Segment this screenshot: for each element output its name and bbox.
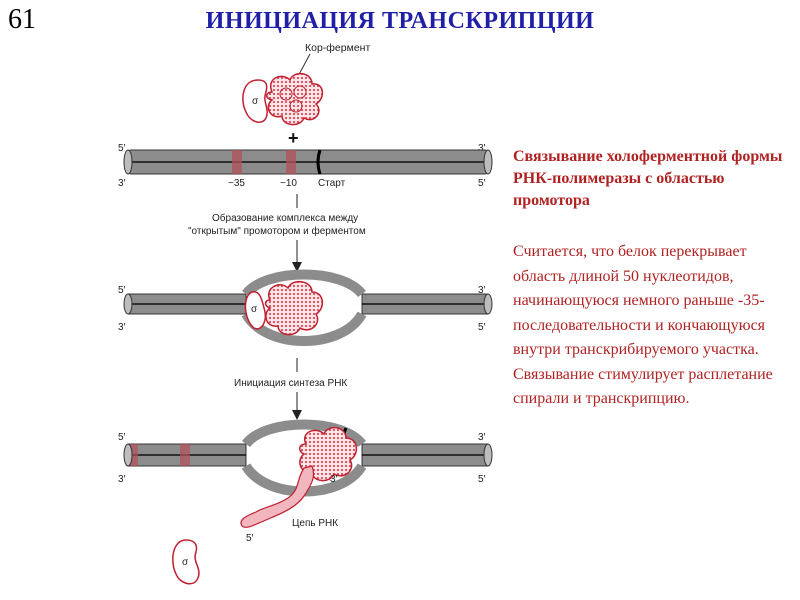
slide-number: 61 <box>8 4 36 35</box>
dna1-minus10-region <box>286 150 296 174</box>
start-label: Старт <box>318 178 346 189</box>
step1-arrowhead <box>292 262 302 272</box>
step2-arrowhead <box>292 410 302 420</box>
core-enzyme-label: Кор-фермент <box>305 42 370 54</box>
description-body: Считается, что белок перекрывает область… <box>513 243 773 407</box>
dna1-start-mark <box>316 149 322 175</box>
dna3-five-prime-bottom: 5′ <box>478 474 486 485</box>
dna1-left-end <box>123 149 133 175</box>
dna2-three-prime-bottom: 3′ <box>118 322 126 333</box>
sigma-symbol-top: σ <box>252 96 259 107</box>
description-heading: Связывание холоферментной формы РНК-поли… <box>513 148 783 209</box>
rna-five-prime-label: 5′ <box>246 533 254 544</box>
step1-label-line2: "открытым" промотором и ферментом <box>188 225 366 237</box>
sigma-factor-top: σ <box>242 79 268 123</box>
sigma-factor-released: σ <box>172 539 200 585</box>
rna-chain-label: Цепь РНК <box>292 518 338 529</box>
dna1-five-prime-bottom: 5′ <box>478 178 486 189</box>
step1-label-line1: Образование комплекса между <box>212 212 358 224</box>
dna1-three-prime-top: 3′ <box>478 143 486 154</box>
dna2-duplex <box>123 269 493 346</box>
dna1-minus35-region <box>232 150 242 174</box>
core-enzyme-top <box>266 72 324 126</box>
dna1-three-prime-bottom: 3′ <box>118 178 126 189</box>
dna1-five-prime-top: 5′ <box>118 143 126 154</box>
dna3-duplex <box>123 419 493 497</box>
rna-chain <box>240 465 315 528</box>
rna-polymerase-core <box>299 426 358 482</box>
dna3-three-prime-bottom: 3′ <box>118 474 126 485</box>
dna2-five-prime-bottom: 5′ <box>478 322 486 333</box>
minus10-label: −10 <box>280 178 297 189</box>
minus35-label: −35 <box>228 178 245 189</box>
dna1-right-end <box>483 149 493 175</box>
holoenzyme-bound: σ <box>244 280 324 336</box>
step2-label: Инициация синтеза РНК <box>234 378 347 389</box>
plus-sign: + <box>288 128 299 148</box>
rna-three-prime-label: 3′ <box>330 474 338 485</box>
sigma-symbol-bound: σ <box>251 304 258 315</box>
dna3-three-prime-top: 3′ <box>478 432 486 443</box>
dna2-five-prime-top: 5′ <box>118 285 126 296</box>
sigma-symbol-released: σ <box>182 557 189 568</box>
dna2-three-prime-top: 3′ <box>478 285 486 296</box>
slide-title: ИНИЦИАЦИЯ ТРАНСКРИПЦИИ <box>205 8 595 34</box>
dna3-five-prime-top: 5′ <box>118 432 126 443</box>
